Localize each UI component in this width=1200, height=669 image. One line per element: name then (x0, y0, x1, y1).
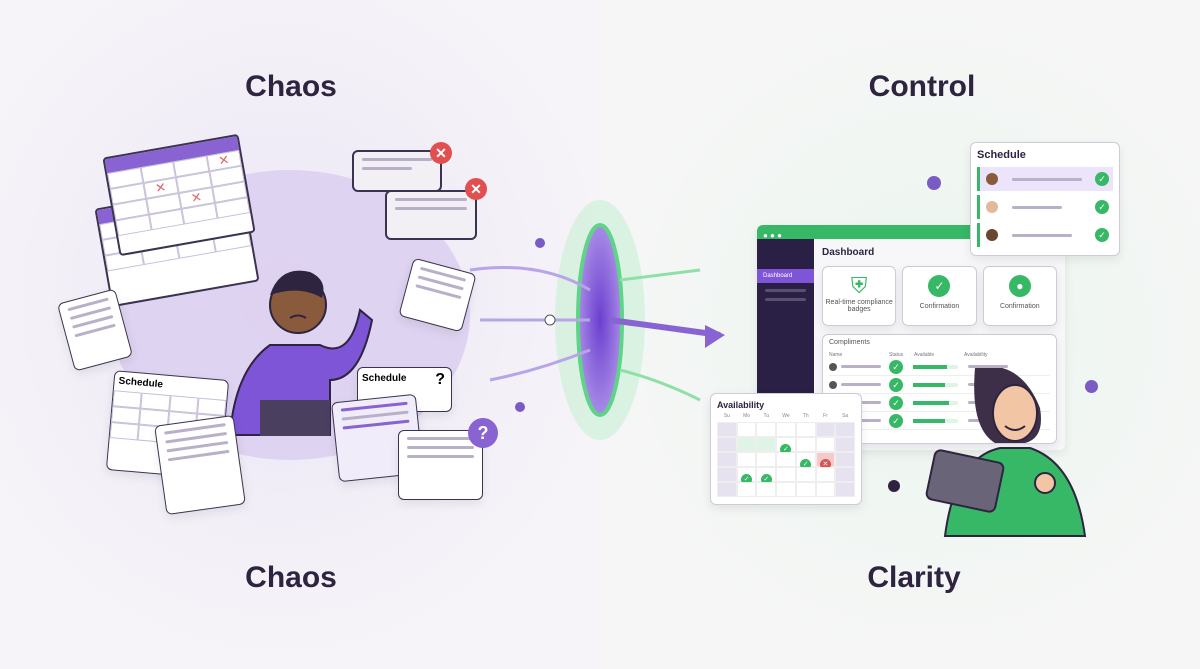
header-name: Name (829, 352, 843, 358)
calendar-cell[interactable] (717, 422, 737, 437)
schedule-row[interactable]: ✓ (977, 167, 1113, 191)
calendar-cell[interactable] (756, 437, 777, 452)
calendar-cell[interactable] (795, 422, 816, 437)
calendar-cell[interactable]: ✓ (795, 452, 816, 470)
calendar-cell[interactable] (717, 437, 737, 452)
calendar-cell[interactable] (717, 482, 737, 497)
title-control: Control (868, 70, 976, 103)
tile-confirmation[interactable]: ✓Confirmation (902, 266, 977, 326)
calendar-cell[interactable] (756, 422, 777, 437)
status-check-icon: ✓ (889, 359, 903, 374)
header-available: Available (914, 352, 935, 358)
user-badge-icon: ● (1008, 275, 1031, 297)
error-icon: ✕ (430, 142, 452, 164)
calendar-cell[interactable] (815, 482, 836, 497)
title-chaos-bottom: Chaos (245, 561, 337, 594)
question-icon: ? (468, 418, 498, 448)
header-availability: Availability (964, 352, 988, 358)
availability-bar (913, 400, 958, 405)
day-label: We (782, 413, 790, 419)
calendar-cell[interactable] (756, 452, 777, 467)
title-clarity: Clarity (867, 561, 961, 594)
window-controls-icon[interactable]: ● ● ● (763, 231, 782, 240)
calendar-cell[interactable]: ✕ (815, 452, 836, 470)
calendar-cell[interactable] (776, 452, 796, 467)
calendar-cell[interactable] (756, 482, 777, 497)
status-check-icon: ✓ (889, 413, 903, 428)
calendar-cell[interactable] (717, 452, 737, 467)
availability-bar (913, 418, 958, 423)
tile-confirmation-2[interactable]: ●Confirmation (982, 266, 1057, 326)
calendar-cell[interactable] (835, 422, 855, 437)
calendar-cell[interactable] (835, 437, 855, 452)
sidebar-item[interactable] (765, 289, 806, 292)
decor-dot (927, 176, 941, 190)
question-icon: ? (435, 371, 445, 388)
calendar-cell[interactable] (835, 452, 855, 467)
calendar-cell[interactable] (776, 467, 796, 482)
calendar-cell[interactable] (815, 467, 836, 482)
day-label: Th (802, 413, 809, 419)
status-check-icon: ✓ (889, 377, 903, 392)
calendar-cell[interactable] (776, 482, 796, 497)
calendar-cell[interactable]: ✓ (756, 467, 777, 485)
table-row[interactable]: ✓ (829, 358, 1050, 376)
schedule-row[interactable]: ✓ (977, 195, 1113, 219)
calendar-cell[interactable] (736, 482, 757, 497)
schedule-card: Schedule ✓ ✓ ✓ (970, 142, 1120, 256)
calendar-cell[interactable] (835, 482, 855, 497)
transformation-portal (469, 200, 725, 440)
day-label: Mo (743, 413, 751, 419)
schedule-row[interactable]: ✓ (977, 223, 1113, 247)
availability-bar (913, 364, 958, 369)
dashboard-title: Dashboard (822, 247, 875, 258)
day-label: Fr (823, 413, 828, 419)
calendar-cell[interactable]: ✓ (736, 467, 757, 485)
availability-bar (913, 382, 958, 387)
schedule-label: Schedule (362, 373, 407, 384)
shield-check-icon: ⛨ (850, 273, 868, 298)
sidebar-item[interactable] (765, 298, 806, 301)
calendar-cell[interactable] (717, 467, 737, 482)
check-circle-icon: ✓ (928, 275, 951, 297)
calendar-cell[interactable] (736, 422, 757, 437)
title-chaos-top: Chaos (245, 70, 337, 103)
chat-bubble (385, 190, 477, 240)
calendar-cell[interactable] (815, 422, 836, 437)
day-label: Su (723, 413, 730, 419)
calendar-cell[interactable] (795, 437, 816, 452)
calendar-cell[interactable] (736, 437, 757, 452)
error-icon: ✕ (465, 178, 487, 200)
calendar-cell[interactable] (835, 467, 855, 482)
calendar-cell[interactable] (815, 437, 836, 452)
day-label: Tu (763, 413, 770, 419)
header-status: Status (889, 352, 904, 358)
day-label: Sa (842, 413, 849, 419)
task-card (398, 430, 483, 500)
calendar-cell[interactable] (776, 422, 796, 437)
calendar-cell[interactable] (795, 467, 816, 482)
calendar-cell[interactable]: ✓ (776, 437, 796, 455)
sidebar-item-dashboard[interactable]: Dashboard (757, 269, 814, 283)
chat-bubble (352, 150, 442, 192)
decor-dot (1085, 380, 1098, 393)
decor-dot (888, 480, 900, 492)
calendar-cell[interactable] (736, 452, 757, 467)
status-check-icon: ✓ (889, 395, 903, 410)
happy-person-with-tablet (925, 368, 1087, 537)
document-icon (154, 414, 246, 516)
table-header-row: Name Status Available Availability (829, 352, 1050, 358)
confused-person (228, 270, 374, 436)
calendar-cell[interactable] (795, 482, 816, 497)
tile-compliance[interactable]: ⛨Real-time compliance badges (822, 266, 897, 326)
